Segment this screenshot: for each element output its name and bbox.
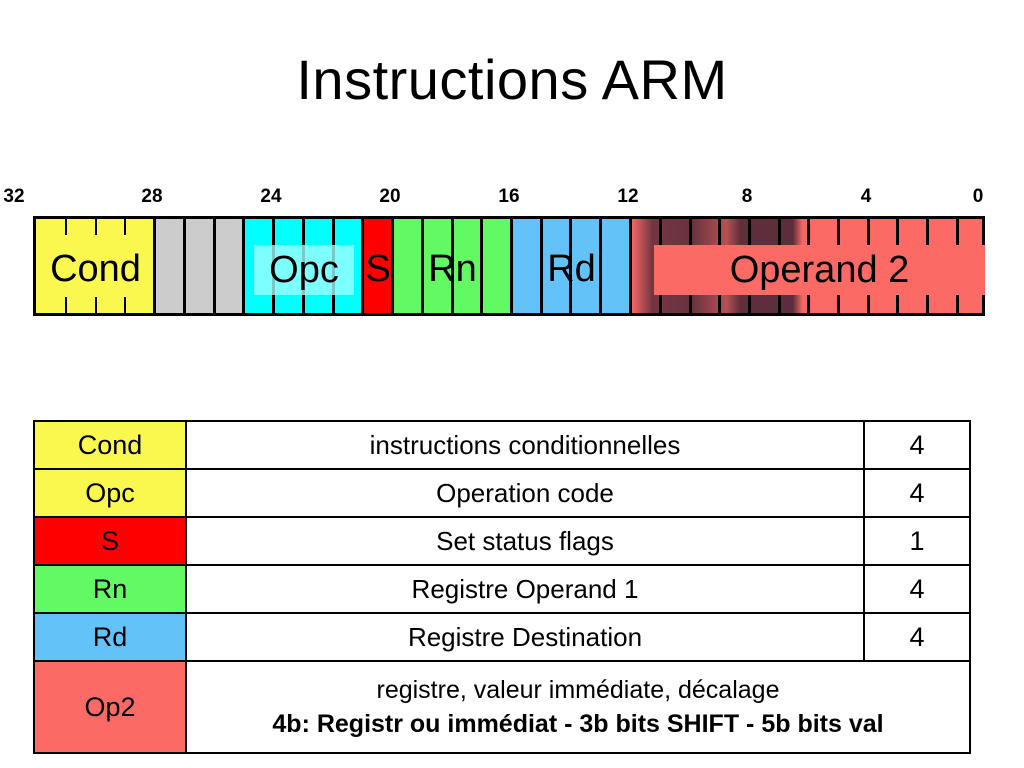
bitfield-divider-15 [540,219,543,313]
legend-key-op2: Op2 [33,660,187,754]
bitfield-notch-30-top [95,219,97,235]
legend-desc-op2-line1: registre, valeur immédiate, décalage [376,676,780,704]
bitfield-label-s: S [365,248,391,290]
bitfield-notch-31-top [65,219,67,235]
bitfield-label-cond: Cond [50,248,141,290]
table-row: Rd Registre Destination 4 [33,612,971,662]
bitfield-divider-14 [569,219,572,313]
bitfield-divider-17 [480,219,483,313]
field-legend-table: Cond instructions conditionnelles 4 Opc … [33,420,971,754]
bitfield-divider-13 [599,219,602,313]
bitfield-divider-16 [510,219,513,313]
table-row: Opc Operation code 4 [33,468,971,518]
bit-tick-label-8: 8 [741,186,753,207]
bitfield-divider-27 [183,219,186,313]
legend-key-rn: Rn [33,564,187,614]
legend-key-opc: Opc [33,468,187,518]
bitfield-notch-29-top [124,219,126,235]
bit-tick-label-12: 12 [617,186,639,207]
bitfield-divider-20 [391,219,394,313]
bitfield-divider-28 [153,219,156,313]
legend-bits-rn: 4 [863,564,971,614]
bit-tick-label-20: 20 [379,186,401,207]
legend-desc-s: Set status flags [185,516,865,566]
bit-tick-label-0: 0 [972,186,984,207]
legend-key-rd: Rd [33,612,187,662]
bit-tick-label-32: 32 [3,186,25,207]
legend-key-cond: Cond [33,420,187,470]
legend-desc-op2: registre, valeur immédiate, décalage 4b:… [185,660,971,754]
bit-tick-label-4: 4 [860,186,872,207]
bit-ruler: 32 28 24 20 16 12 8 4 0 [0,186,1024,210]
bitfield-label-operand2: Operand 2 [654,245,985,295]
bitfield-label-rn: Rn [428,248,477,290]
bit-tick-label-28: 28 [141,186,163,207]
bitfield-label-opc: Opc [254,245,354,295]
instruction-bitfield-diagram: Cond Opc S Rn Rd Operand 2 [33,216,985,316]
legend-key-s: S [33,516,187,566]
bitfield-divider-26 [213,219,216,313]
bitfield-divider-18 [451,219,454,313]
legend-desc-rd: Registre Destination [185,612,865,662]
table-row: Op2 registre, valeur immédiate, décalage… [33,660,971,754]
bit-tick-label-24: 24 [260,186,282,207]
legend-bits-cond: 4 [863,420,971,470]
bit-tick-label-16: 16 [498,186,520,207]
legend-bits-opc: 4 [863,468,971,518]
bitfield-notch-29-bottom [124,297,126,313]
bitfield-segment-s [363,219,393,313]
page-title: Instructions ARM [296,48,728,111]
legend-desc-opc: Operation code [185,468,865,518]
bitfield-segment-reserved [155,219,244,313]
bitfield-divider-25 [242,219,245,313]
bitfield-label-rd: Rd [547,248,596,290]
bitfield-divider-12 [629,219,632,313]
legend-desc-op2-line2: 4b: Registr ou immédiat - 3b bits SHIFT … [272,710,884,738]
legend-desc-cond: instructions conditionnelles [185,420,865,470]
legend-desc-rn: Registre Operand 1 [185,564,865,614]
table-row: Rn Registre Operand 1 4 [33,564,971,614]
table-row: S Set status flags 1 [33,516,971,566]
legend-bits-s: 1 [863,516,971,566]
legend-bits-rd: 4 [863,612,971,662]
bitfield-notch-31-bottom [65,297,67,313]
table-row: Cond instructions conditionnelles 4 [33,420,971,470]
bitfield-divider-21 [361,219,364,313]
bitfield-notch-30-bottom [95,297,97,313]
bitfield-divider-19 [421,219,424,313]
